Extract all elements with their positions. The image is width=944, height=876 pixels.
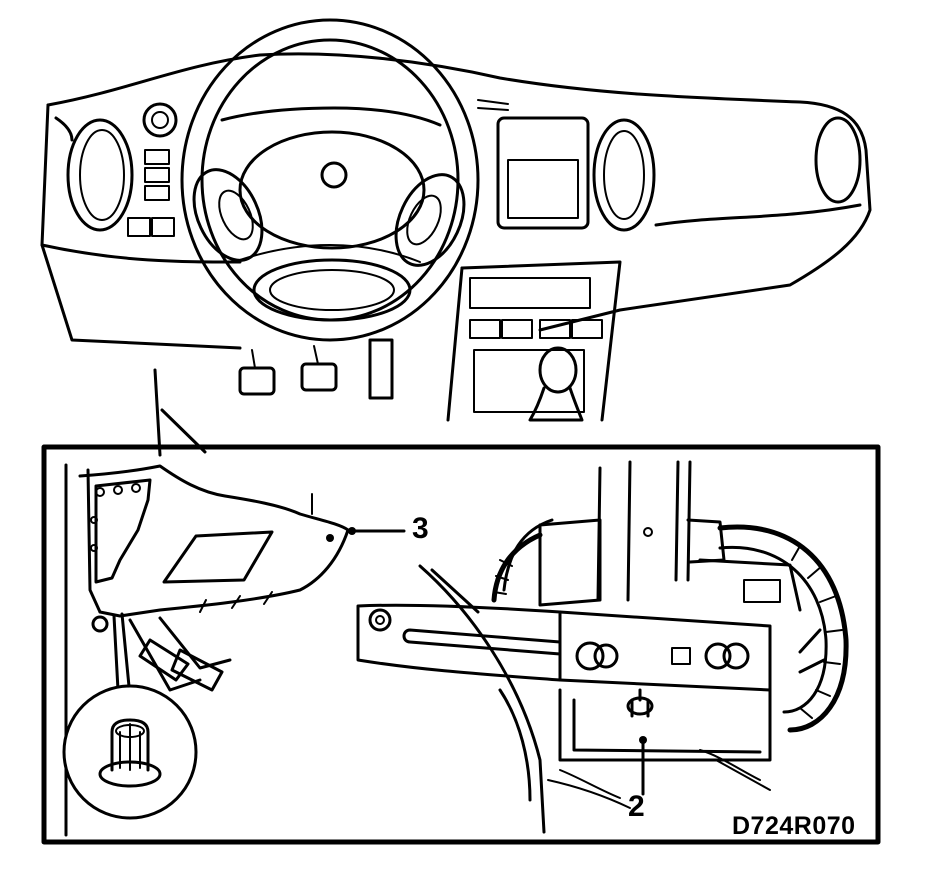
dashboard-illustration [40,18,872,457]
steering-column-bracket [356,460,849,834]
wiring-harness [491,518,849,733]
figure-code: D724R070 [732,812,856,840]
callout-label-3: 3 [412,512,429,545]
pedals [238,338,394,400]
clip-fastener [62,684,198,820]
detail-frame [41,444,881,845]
callout-label-2: 2 [628,790,645,823]
steering-wheel [180,18,480,342]
